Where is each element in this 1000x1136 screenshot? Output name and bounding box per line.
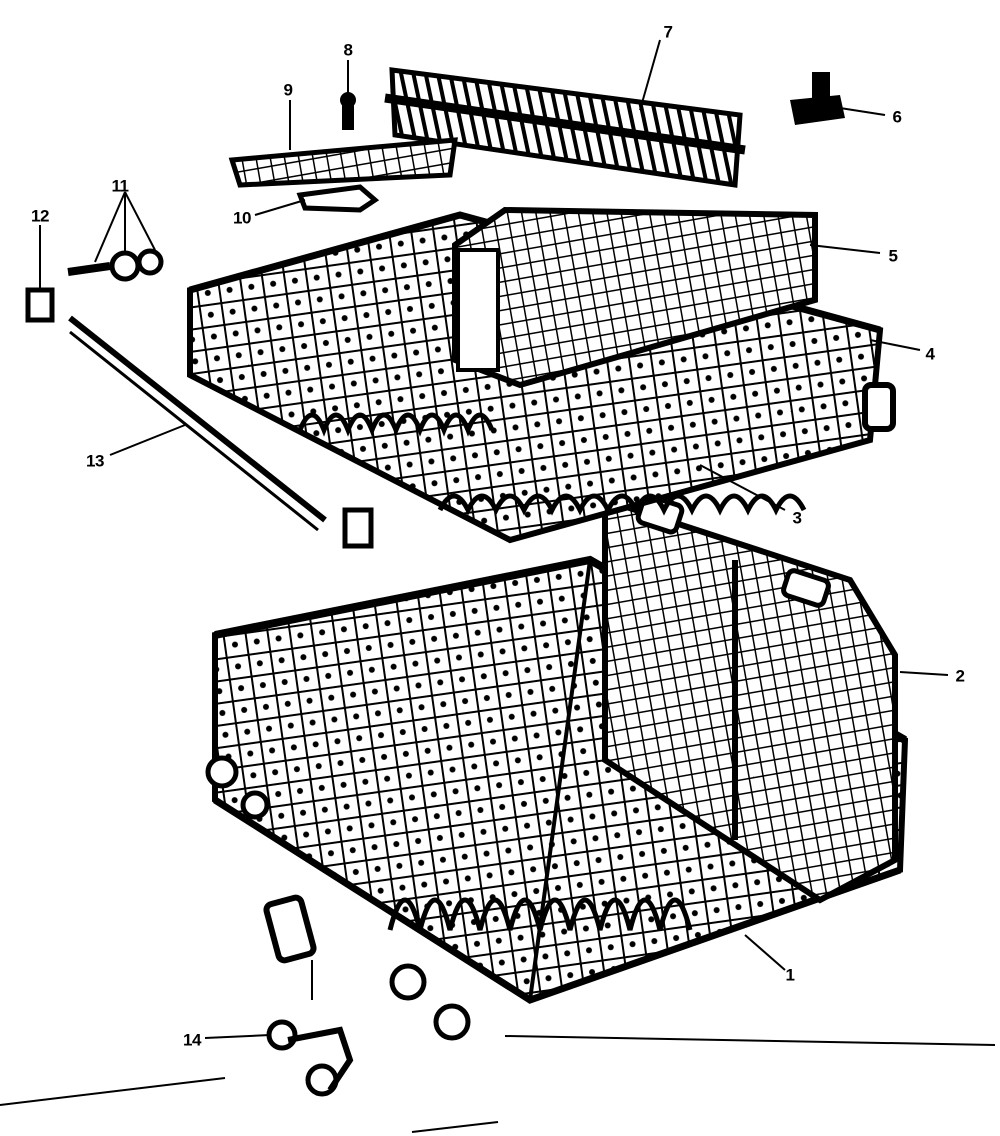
roller-wheel bbox=[240, 790, 270, 820]
callout-5: 5 bbox=[888, 246, 898, 266]
callout-3: 3 bbox=[792, 508, 802, 528]
shelf-support bbox=[296, 184, 380, 213]
callout-12: 12 bbox=[31, 206, 49, 226]
shelf-bracket bbox=[228, 137, 458, 188]
roller-assembly bbox=[67, 248, 164, 282]
callout-10: 10 bbox=[233, 208, 251, 228]
roller-wheel bbox=[433, 1003, 471, 1041]
callout-4: 4 bbox=[925, 344, 935, 364]
callout-13: 13 bbox=[86, 451, 104, 471]
screw bbox=[340, 92, 356, 130]
callout-11: 11 bbox=[111, 176, 129, 196]
roller-wheel bbox=[389, 963, 427, 1001]
silverware-basket bbox=[602, 493, 898, 904]
cup-shelf bbox=[452, 206, 818, 389]
callout-7: 7 bbox=[663, 22, 673, 42]
slide-rail bbox=[68, 315, 374, 549]
callout-14: 14 bbox=[183, 1030, 201, 1050]
roller-wheel bbox=[205, 755, 239, 789]
tine-clip bbox=[790, 72, 845, 125]
leader-lines bbox=[0, 39, 996, 1133]
rack-end-cap bbox=[862, 382, 896, 432]
callout-8: 8 bbox=[343, 40, 353, 60]
callout-9: 9 bbox=[283, 80, 293, 100]
rail-stop bbox=[25, 287, 55, 323]
callout-2: 2 bbox=[955, 666, 965, 686]
fold-down-tine-row bbox=[384, 67, 746, 188]
wheel-assembly bbox=[263, 894, 354, 1097]
callout-6: 6 bbox=[892, 107, 902, 127]
callout-1: 1 bbox=[785, 965, 795, 985]
